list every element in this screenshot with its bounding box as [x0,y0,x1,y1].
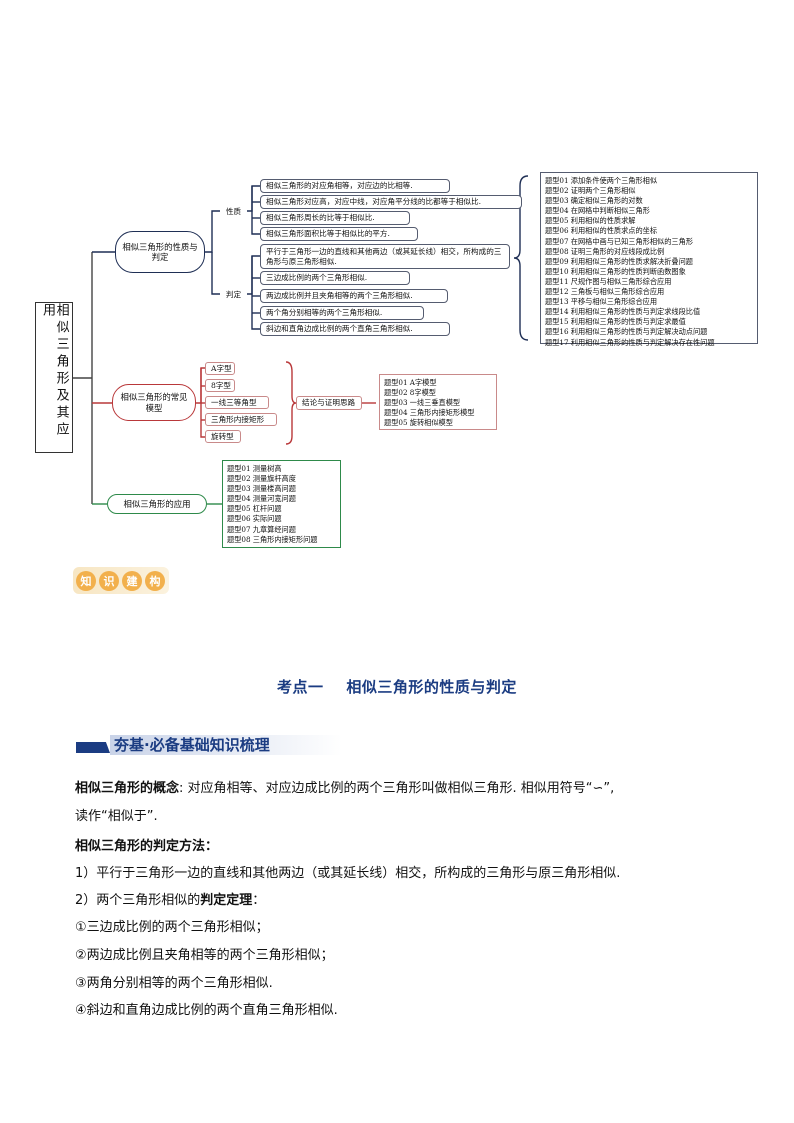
subtitle-bar-gradient [110,735,342,755]
theorem-item: ④斜边和直角边成比例的两个直角三角形相似. [75,1003,338,1018]
concept-label: 相似三角形的概念 [75,781,180,796]
model-item: 三角形内接矩形 [205,413,277,426]
property-item: 相似三角形周长的比等于相似比. [260,211,410,225]
badge-char: 知 [76,570,96,591]
list-item: 题型10 利用相似三角形的性质判断函数图象 [545,266,686,276]
method-2-prefix: 2）两个三角形相似的 [75,893,201,908]
theorem-item: ②两边成比例且夹角相等的两个三角形相似； [75,948,334,963]
method-2-bold: 判定定理 [200,893,253,908]
list-item: 题型03 一线三垂直模型 [384,398,461,408]
mindmap-root: 相似三角形及其应用 [35,302,73,453]
criteria-item: 斜边和直角边成比例的两个直角三角形相似. [260,322,450,336]
list-item: 题型08 三角形内接矩形问题 [227,534,318,544]
question-list-models: 题型01 A字模型 题型02 8字模型 题型03 一线三垂直模型 题型04 三角… [379,374,497,430]
subtitle-bar-marker [76,742,110,753]
list-item: 题型02 8字模型 [384,388,436,398]
property-item: 相似三角形对应高，对应中线，对应角平分线的比都等于相似比. [260,195,522,209]
list-item: 题型01 A字模型 [384,378,437,387]
list-item: 题型01 测量树高 [227,464,282,473]
list-item: 题型06 利用相似的性质求点的坐标 [545,226,658,236]
list-item: 题型15 利用相似三角形的性质与判定求最值 [545,317,686,327]
list-item: 题型17 利用相似三角形的性质与判定解决存在性问题 [545,337,715,347]
model-item: 旋转型 [205,430,241,443]
list-item: 题型07 在网格中画与已知三角形相似的三角形 [545,236,693,246]
criteria-item: 三边成比例的两个三角形相似. [260,271,410,285]
list-item: 题型09 利用相似三角形的性质求解决折叠问题 [545,256,693,266]
list-item: 题型02 证明两个三角形相似 [545,186,636,196]
branch-properties-criteria: 相似三角形的性质与判定 [115,231,205,273]
branch-common-models: 相似三角形的常见模型 [112,384,196,421]
list-item: 题型02 测量旗杆高度 [227,474,296,484]
list-item: 题型04 在网格中判断相似三角形 [545,206,650,216]
model-item: 8字型 [205,379,235,392]
property-item: 相似三角形面积比等于相似比的平方. [260,227,418,241]
list-item: 题型13 平移与相似三角形综合应用 [545,297,658,307]
model-item: 一线三等角型 [205,396,269,409]
list-item: 题型16 利用相似三角形的性质与判定解决动点问题 [545,327,708,337]
sub-label-properties: 性质 [225,206,242,216]
theorem-item: ③两角分别相等的两个三角形相似. [75,976,273,991]
property-item: 相似三角形的对应角相等，对应边的比相等. [260,179,450,193]
method-1: 1）平行于三角形一边的直线和其他两边（或其延长线）相交，所构成的三角形与原三角形… [75,866,621,881]
list-item: 题型04 三角形内接矩形模型 [384,408,475,418]
theorem-item: ①三边成比例的两个三角形相似； [75,920,269,935]
sub-label-criteria: 判定 [225,289,242,299]
badge-char: 构 [145,570,165,591]
list-item: 题型05 杠杆问题 [227,504,282,514]
list-item: 题型01 添加条件使两个三角形相似 [545,176,658,185]
methods-colon: ： [205,839,219,854]
branch-applications: 相似三角形的应用 [107,494,207,514]
section-subtitle: 夯基·必备基础知识梳理 [114,736,270,754]
methods-heading: 相似三角形的判定方法： [75,834,755,860]
list-item: 题型03 测量楼高问题 [227,484,296,494]
conclusion-node: 结论与证明思路 [296,396,362,410]
list-item: 题型14 利用相似三角形的性质与判定求线段比值 [545,307,701,317]
list-item: 题型03 确定相似三角形的对数 [545,196,643,206]
list-item: 题型12 三角板与相似三角形综合应用 [545,287,665,297]
list-item: 题型08 证明三角形的对应线段成比例 [545,246,665,256]
badge-char: 建 [122,570,142,591]
knowledge-structure-badge: 知 识 建 构 [73,567,169,594]
concept-paragraph: 相似三角形的概念: 对应角相等、对应边成比例的两个三角形叫做相似三角形. 相似用… [75,776,755,802]
list-item: 题型05 利用相似的性质求解 [545,216,636,226]
list-item: 题型04 测量河宽问题 [227,494,296,504]
methods-label: 相似三角形的判定方法 [75,839,206,854]
list-item: 题型06 实际问题 [227,514,282,524]
list-item: 题型05 旋转相似模型 [384,418,453,428]
concept-text: : 对应角相等、对应边成比例的两个三角形叫做相似三角形. 相似用符号“∽”, [179,781,615,796]
section-title: 考点一 相似三角形的性质与判定 [277,678,517,696]
criteria-item: 平行于三角形一边的直线和其他两边（或其延长线）相交，所构成的三角形与原三角形相似… [260,244,510,269]
list-item: 题型07 九章算经问题 [227,524,296,534]
method-2: 2）两个三角形相似的判定定理： [75,888,755,914]
concept-paragraph-cont: 读作“相似于”. [75,809,158,824]
criteria-item: 两个角分别相等的两个三角形相似. [260,306,424,320]
question-list-applications: 题型01 测量树高 题型02 测量旗杆高度 题型03 测量楼高问题 题型04 测… [222,460,341,548]
method-2-suffix: ： [252,893,266,908]
section-subtitle-bar: 夯基·必备基础知识梳理 [76,733,342,757]
question-list-properties: 题型01 添加条件使两个三角形相似 题型02 证明两个三角形相似 题型03 确定… [540,172,758,347]
list-item: 题型11 尺规作图与相似三角形综合应用 [545,276,672,286]
badge-char: 识 [99,570,119,591]
model-item: A字型 [205,362,235,375]
criteria-item: 两边成比例并且夹角相等的两个三角形相似. [260,289,448,303]
